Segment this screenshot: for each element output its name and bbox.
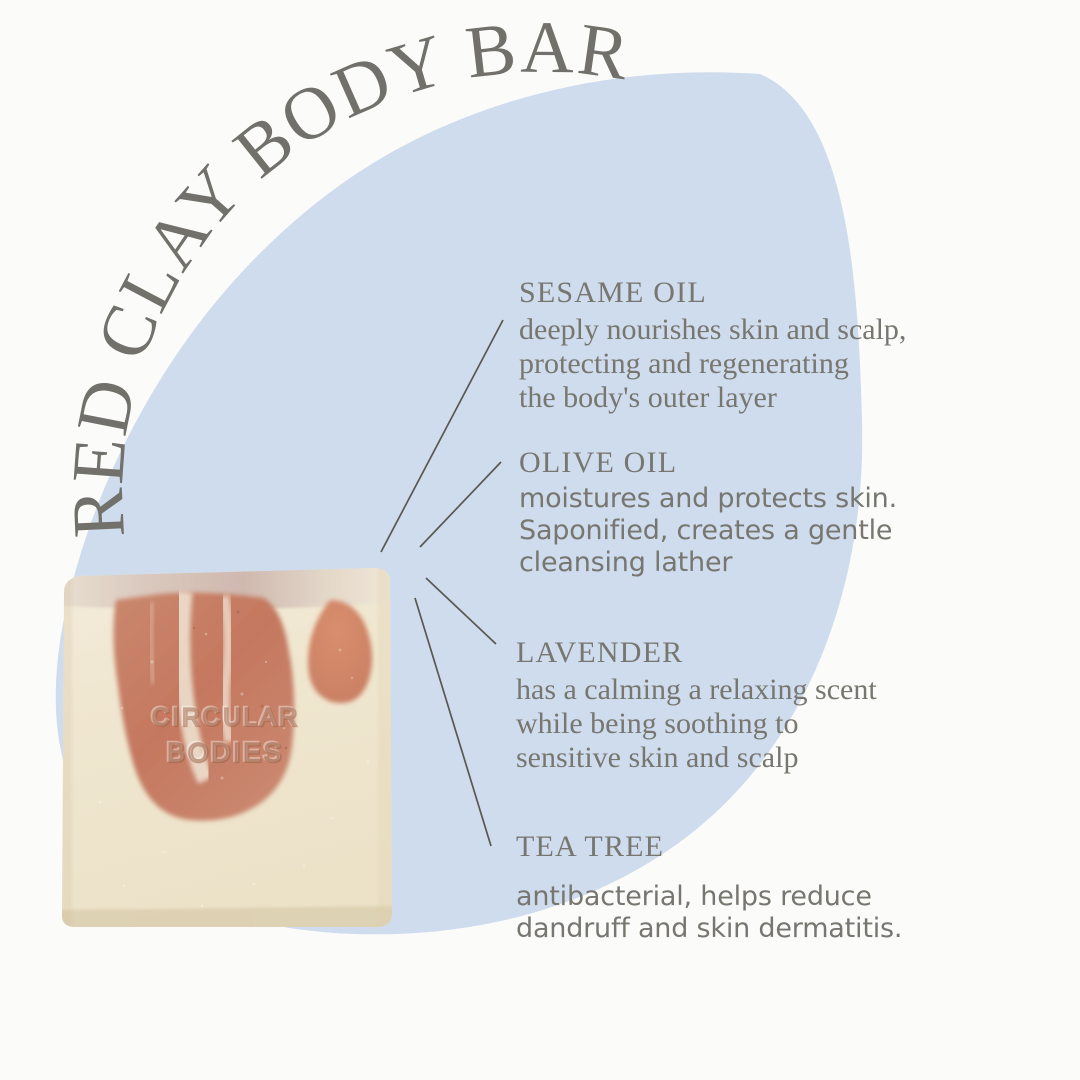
ingredient-block-lavender: LAVENDER has a calming a relaxing scent … — [516, 636, 1046, 775]
ingredient-description-sesame: deeply nourishes skin and scalp, protect… — [519, 312, 907, 414]
ingredient-block-sesame: SESAME OIL deeply nourishes skin and sca… — [519, 276, 1039, 415]
ingredient-block-olive: OLIVE OIL moistures and protects skin. S… — [519, 446, 1039, 580]
clay-droplet — [308, 600, 373, 704]
ingredient-name-teatree: TEA TREE — [516, 830, 665, 863]
ingredient-block-teatree: TEA TREE antibacterial, helps reduce dan… — [516, 830, 1046, 945]
ingredient-description-lavender: has a calming a relaxing scent while bei… — [516, 672, 877, 774]
product-image: CIRCULAR CIRCULAR BODIES BODIES — [56, 566, 398, 930]
soap-stamp-line-2: BODIES — [167, 738, 284, 768]
clay-swirl — [113, 592, 295, 821]
ingredient-name-lavender: LAVENDER — [516, 636, 684, 669]
soap-bar-illustration: CIRCULAR CIRCULAR BODIES BODIES — [62, 568, 392, 927]
soap-stamp: CIRCULAR CIRCULAR BODIES BODIES — [149, 701, 300, 769]
soap-stamp-line-2-highlight: BODIES — [166, 736, 283, 766]
ingredient-name-sesame: SESAME OIL — [519, 276, 707, 309]
soap-stamp-line-1: CIRCULAR — [152, 704, 300, 732]
ingredient-description-olive: moistures and protects skin. Saponified,… — [519, 482, 897, 579]
soap-stamp-line-1-highlight: CIRCULAR — [151, 702, 299, 730]
ingredient-name-olive: OLIVE OIL — [519, 446, 678, 479]
ingredient-description-teatree: antibacterial, helps reduce dandruff and… — [516, 880, 903, 944]
